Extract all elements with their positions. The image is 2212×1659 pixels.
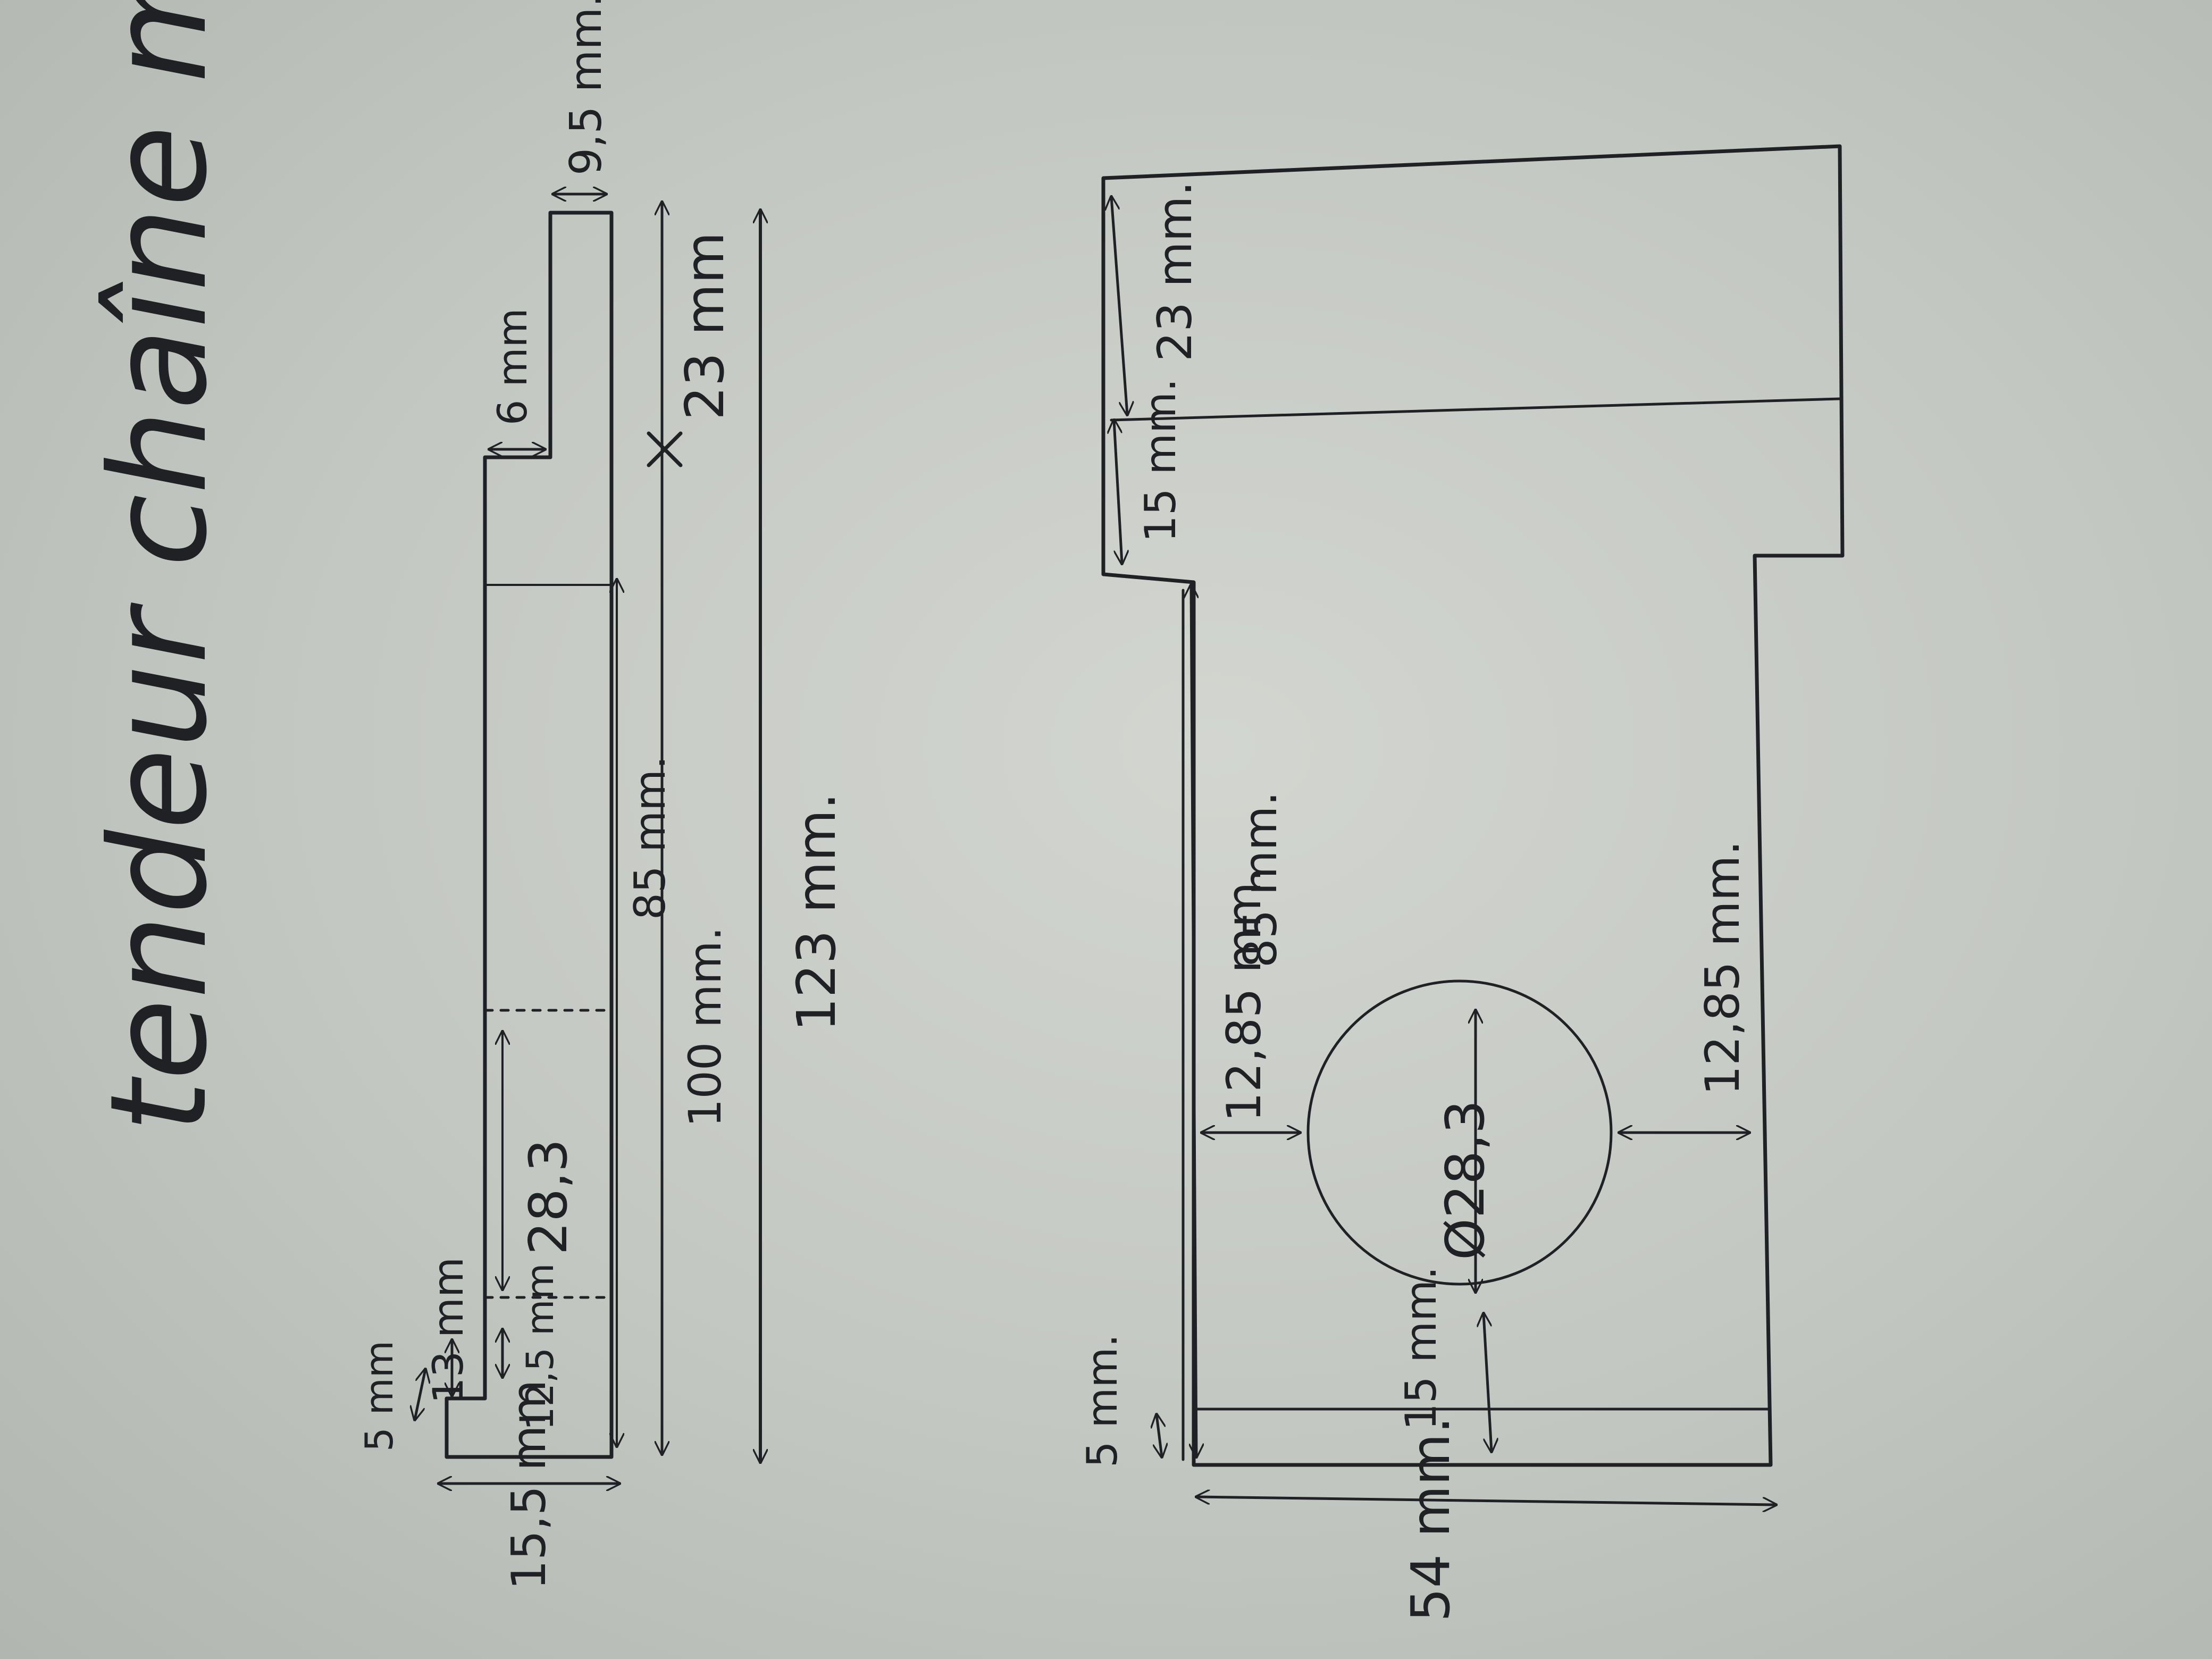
drawing-title: tendeur chaîne moto.	[81, 0, 236, 1133]
dim-5mm-right-arrow	[1157, 1414, 1162, 1457]
dim-13mm-label: 13 mm	[425, 1257, 473, 1404]
dim-54mm-label: 54 mm.	[1400, 1417, 1462, 1622]
dim-15mm-top-arrow	[1114, 420, 1122, 564]
right-view: Ø28,3 23 mm. 15 mm. 85 mm. 12,85 mm. 12,…	[1079, 144, 1845, 1622]
dim-15mm-top-label: 15 mm.	[1136, 378, 1185, 542]
dim-85mm-label: 85 mm.	[625, 756, 675, 920]
dim-5mm-right-label: 5 mm.	[1079, 1334, 1127, 1468]
dim-23mm-label: 23 mm	[674, 232, 736, 420]
dim-23mm-right-label: 23 mm.	[1147, 181, 1202, 362]
left-view: 5 mm 15,5 mm 13 mm 12,5 mm 28,3 85 mm. 1…	[357, 0, 848, 1590]
dim-12-85mm-left-label: 12,85 mm.	[1217, 867, 1271, 1122]
dim-5mm-label: 5 mm	[357, 1340, 401, 1452]
dim-12-5mm-label: 12,5 mm	[518, 1263, 562, 1431]
dim-100mm-label: 100 mm.	[679, 927, 731, 1127]
dim-85mm-right-label: 85 mm.	[1234, 791, 1287, 968]
dim-6mm-label: 6 mm	[489, 308, 536, 425]
dim-23mm-cross	[647, 431, 683, 467]
bore-diameter-label: 28,3	[518, 1139, 579, 1255]
dim-12-85mm-right-label: 12,85 mm.	[1695, 841, 1750, 1095]
bore-circle-diameter-label: Ø28,3	[1434, 1100, 1496, 1260]
bore-circle	[1306, 979, 1613, 1286]
right-view-outline	[1101, 144, 1845, 1467]
dim-15-5mm-label: 15,5 mm	[501, 1380, 556, 1590]
dim-54mm-arrow	[1196, 1497, 1776, 1505]
dim-15mm-bottom-label: 15 mm.	[1396, 1266, 1446, 1430]
dim-9-5mm-label: 9,5 mm.	[561, 0, 611, 175]
dim-123mm-label: 123 mm.	[785, 793, 848, 1032]
dim-85mm-right-arrow	[1191, 585, 1196, 1457]
dim-23mm-right-arrow	[1111, 197, 1127, 415]
right-view-section-line	[1110, 397, 1841, 422]
dim-5mm-arrow	[415, 1369, 425, 1420]
dim-15mm-bottom-arrow	[1484, 1313, 1492, 1452]
